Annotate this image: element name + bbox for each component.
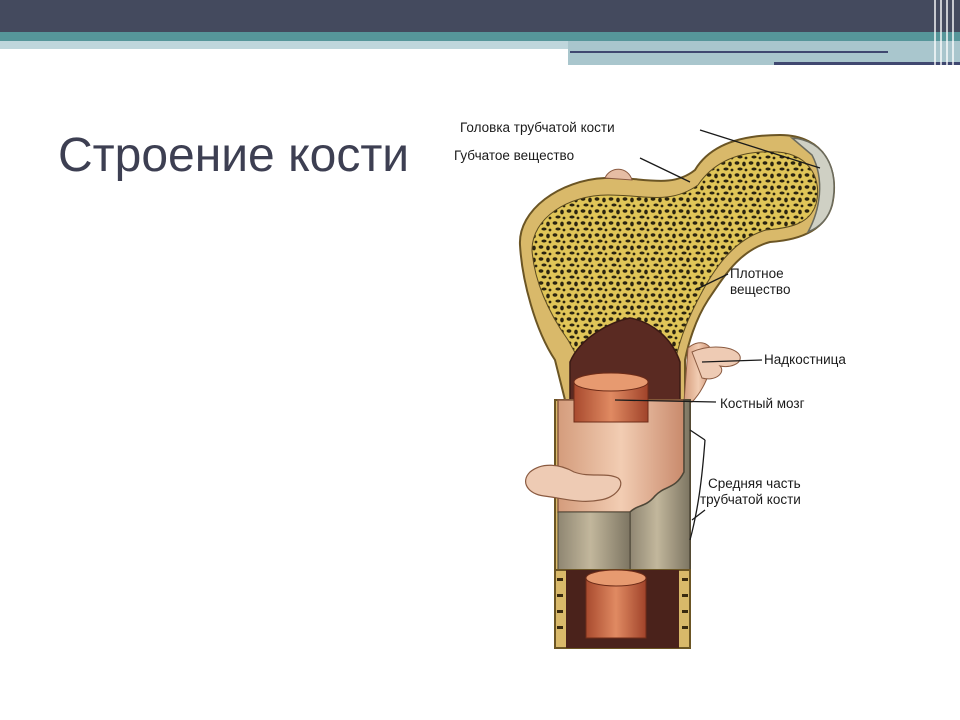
marrow-top-shape bbox=[573, 372, 649, 392]
header-vertical-stripes bbox=[930, 0, 960, 65]
label-shaft-line1: Средняя часть bbox=[708, 476, 801, 491]
label-compact-substance-line2: вещество bbox=[730, 282, 791, 297]
header-light-strip bbox=[0, 41, 568, 49]
slide-title: Строение кости bbox=[58, 129, 410, 182]
header-band bbox=[0, 0, 960, 32]
header-decor-line bbox=[774, 62, 960, 65]
label-shaft-line2: трубчатой кости bbox=[700, 492, 801, 507]
header-right-block bbox=[568, 41, 960, 65]
header-accent-strip bbox=[0, 32, 960, 41]
label-periosteum: Надкостница bbox=[764, 352, 846, 367]
label-spongy-substance: Губчатое вещество bbox=[454, 148, 575, 163]
label-compact-substance-line1: Плотное bbox=[730, 266, 784, 281]
header-decor-line bbox=[570, 51, 888, 53]
periosteum-flap-shape bbox=[691, 346, 741, 380]
bone-structure-figure: Головка трубчатой кости Губчатое веществ… bbox=[440, 100, 900, 680]
articular-cap-shape bbox=[789, 137, 835, 234]
label-bone-head: Головка трубчатой кости bbox=[460, 120, 615, 135]
label-bone-marrow: Костный мозг bbox=[720, 396, 805, 411]
leader-lines bbox=[614, 129, 821, 541]
periosteum-fold-shape bbox=[525, 464, 622, 502]
bone-illustration bbox=[518, 129, 836, 649]
